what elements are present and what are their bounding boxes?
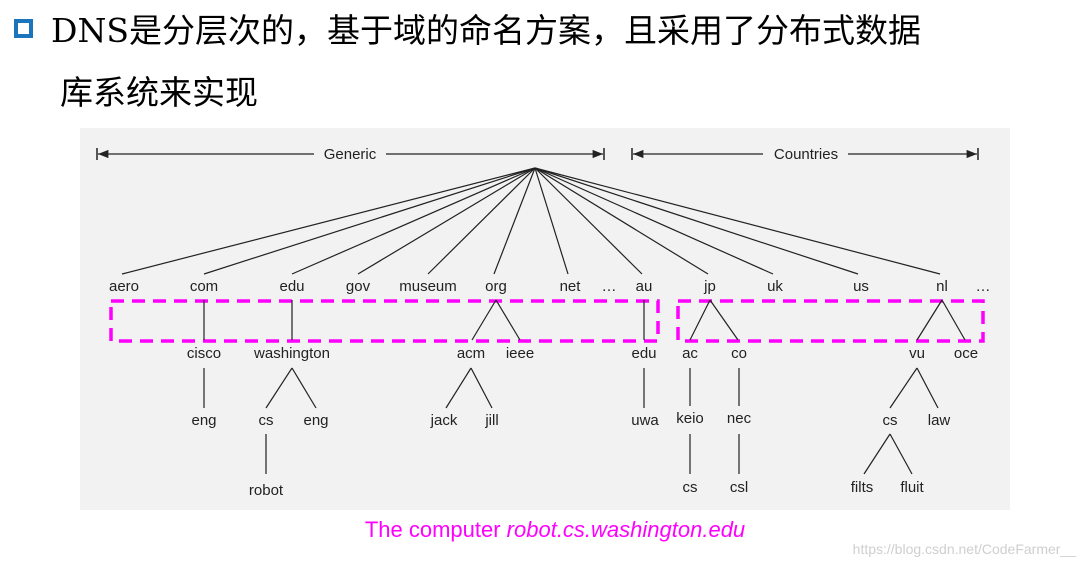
node-vu-cs: cs bbox=[883, 412, 898, 429]
node-robot: robot bbox=[249, 482, 284, 499]
node-jill: jill bbox=[484, 412, 498, 429]
node-vu: vu bbox=[909, 345, 925, 362]
diagram-panel bbox=[80, 128, 1010, 510]
node-gov: gov bbox=[346, 278, 371, 295]
node-us: us bbox=[853, 278, 869, 295]
node-nec: nec bbox=[727, 410, 752, 427]
caption-domain: robot.cs.washington.edu bbox=[506, 517, 746, 542]
node-oce: oce bbox=[954, 345, 978, 362]
node-nl: nl bbox=[936, 278, 948, 295]
top-level-domains: aero com edu gov museum org net … au jp … bbox=[109, 278, 991, 295]
node-keio-cs: cs bbox=[683, 479, 698, 496]
root-edges bbox=[121, 167, 941, 275]
countries-label: Countries bbox=[774, 146, 838, 163]
node-keio: keio bbox=[676, 410, 704, 427]
third-level-edges bbox=[203, 367, 939, 409]
node-cisco-eng: eng bbox=[191, 412, 216, 429]
node-museum: museum bbox=[399, 278, 457, 295]
node-washington-eng: eng bbox=[303, 412, 328, 429]
heading-line-1: DNS是分层次的，基于域的命名方案，且采用了分布式数据 bbox=[14, 4, 921, 52]
generic-label: Generic bbox=[324, 146, 377, 163]
second-level-edges bbox=[203, 299, 966, 341]
heading-text-1: DNS是分层次的，基于域的命名方案，且采用了分布式数据 bbox=[51, 11, 921, 50]
ellipsis-countries: … bbox=[976, 278, 991, 295]
node-aero: aero bbox=[109, 278, 139, 295]
heading-line-2: 库系统来实现 bbox=[60, 73, 258, 112]
node-au: au bbox=[636, 278, 653, 295]
node-jack: jack bbox=[430, 412, 458, 429]
node-net: net bbox=[560, 278, 582, 295]
square-bullet-icon bbox=[14, 19, 33, 38]
fourth-level-domains: robot cs csl filts fluit bbox=[249, 479, 925, 499]
node-edu: edu bbox=[279, 278, 304, 295]
node-cisco: cisco bbox=[187, 345, 221, 362]
node-fluit: fluit bbox=[900, 479, 924, 496]
node-washington: washington bbox=[253, 345, 330, 362]
node-law: law bbox=[928, 412, 951, 429]
watermark: https://blog.csdn.net/CodeFarmer__ bbox=[852, 541, 1076, 557]
ellipsis-generic: … bbox=[602, 278, 617, 295]
highlight-box-countries bbox=[676, 299, 985, 343]
countries-span: Countries bbox=[631, 146, 979, 163]
caption-prefix: The computer bbox=[364, 517, 507, 542]
node-jp: jp bbox=[703, 278, 716, 295]
node-au-edu: edu bbox=[631, 345, 656, 362]
third-level-domains: eng cs eng jack jill uwa keio nec cs law bbox=[191, 410, 950, 429]
dns-tree-diagram: Generic Countries aero com edu gov museu… bbox=[96, 146, 991, 499]
node-co: co bbox=[731, 345, 747, 362]
node-com: com bbox=[190, 278, 218, 295]
node-acm: acm bbox=[457, 345, 485, 362]
node-ieee: ieee bbox=[506, 345, 534, 362]
node-uk: uk bbox=[767, 278, 783, 295]
highlight-box-generic bbox=[109, 299, 660, 343]
second-level-domains: cisco washington acm ieee edu ac co vu o… bbox=[187, 345, 978, 362]
diagram-caption: The computer robot.cs.washington.edu bbox=[0, 517, 1084, 543]
node-org: org bbox=[485, 278, 507, 295]
node-ac: ac bbox=[682, 345, 698, 362]
fourth-level-edges bbox=[265, 433, 913, 475]
node-uwa: uwa bbox=[631, 412, 659, 429]
node-filts: filts bbox=[851, 479, 874, 496]
node-csl: csl bbox=[730, 479, 748, 496]
generic-span: Generic bbox=[96, 146, 605, 163]
node-washington-cs: cs bbox=[259, 412, 274, 429]
